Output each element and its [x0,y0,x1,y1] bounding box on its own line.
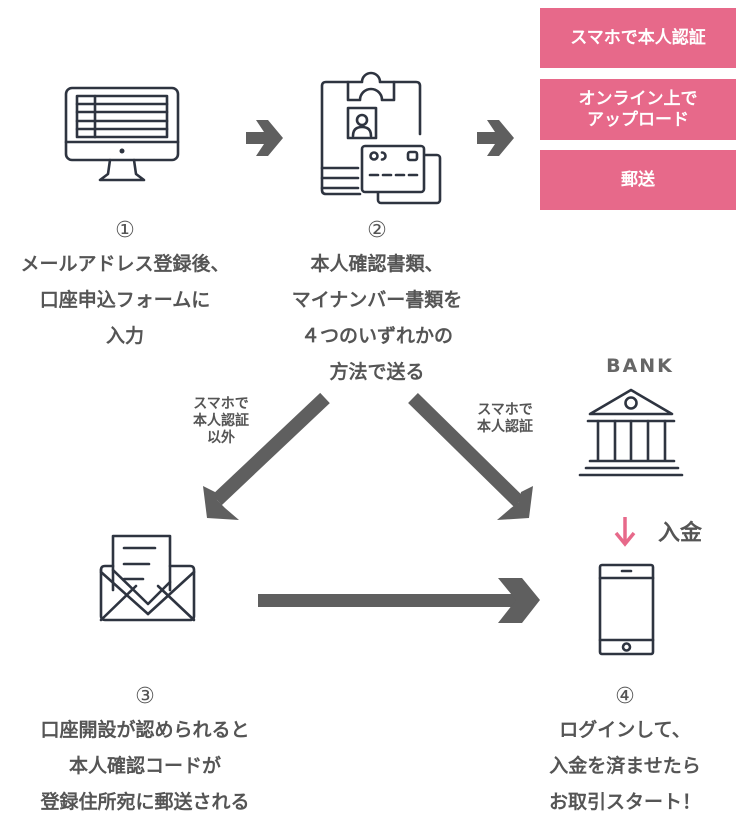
method-label-line2: アップロード [587,109,689,130]
diagonal-arrow-down-left-icon [203,392,330,520]
branch-line: 以外 [207,430,235,446]
step-line: 口座開設が認められると [40,719,250,741]
smartphone-icon [598,563,655,656]
method-label: スマホで本人認証 [570,27,706,48]
step-number: ① [115,218,135,243]
step-line: マイナンバー書類を [291,289,463,311]
branch-label-non-smartphone: スマホで 本人認証 以外 [176,396,266,447]
method-smartphone-auth: スマホで本人認証 [540,8,736,68]
bank-building-icon [578,388,684,477]
step-4-description: ④ ログインして、 入金を済ませたら お取引スタート！ [520,682,730,820]
step-1-description: ① メールアドレス登録後、 口座申込フォームに 入力 [0,216,250,354]
branch-label-smartphone: スマホで 本人認証 [460,402,550,436]
bank-label: BANK [606,355,674,377]
envelope-letter-icon [99,534,196,622]
step-number: ④ [615,684,635,709]
chevron-right-arrow-icon [477,120,514,156]
step-line: 口座申込フォームに [39,289,211,311]
step-line: メールアドレス登録後、 [20,253,230,275]
step-line: 入金を済ませたら [549,755,701,777]
branch-line: スマホで [193,396,249,412]
desktop-monitor-icon [64,86,180,182]
down-arrow-icon [614,517,636,547]
step-line: 本人確認書類、 [310,253,444,275]
method-postal-mail: 郵送 [540,150,736,210]
branch-line: スマホで [477,402,533,418]
step-2-description: ② 本人確認書類、 マイナンバー書類を ４つのいずれかの 方法で送る [262,216,492,390]
method-online-upload: オンライン上で アップロード [540,79,736,140]
step-line: 登録住所宛に郵送される [40,791,250,813]
diagonal-arrow-down-right-icon [408,393,533,520]
deposit-label: 入金 [658,521,703,546]
step-line: お取引スタート！ [548,791,701,813]
method-label: 郵送 [621,169,655,190]
method-label-line1: オンライン上で [578,88,698,109]
id-documents-icon [320,71,442,205]
branch-line: 本人認証 [193,413,249,429]
step-number: ② [367,218,387,243]
branch-line: 本人認証 [477,419,533,435]
step-line: ４つのいずれかの [300,325,453,347]
horizontal-arrow-right-icon [258,578,540,623]
step-line: 本人確認コードが [68,755,221,777]
chevron-right-arrow-icon [246,120,283,156]
step-line: ログインして、 [559,719,691,741]
step-line: 方法で送る [329,361,425,383]
step-number: ③ [135,684,155,709]
step-3-description: ③ 口座開設が認められると 本人確認コードが 登録住所宛に郵送される [0,682,290,820]
step-line: 入力 [105,325,144,347]
